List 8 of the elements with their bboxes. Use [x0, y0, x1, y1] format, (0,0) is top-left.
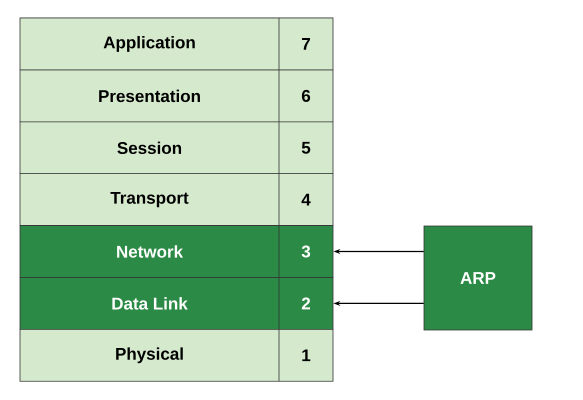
layer-row: Network 3 [20, 225, 334, 278]
layer-row: Application 7 [20, 18, 334, 70]
layer-row: Session 5 [20, 121, 334, 174]
layer-row: Data Link 2 [20, 277, 334, 330]
layer-row: Transport 4 [20, 173, 334, 226]
layer-row: Physical 1 [20, 328, 334, 382]
protocol-box: ARP [424, 226, 532, 330]
layer-row: Presentation 6 [20, 70, 334, 122]
